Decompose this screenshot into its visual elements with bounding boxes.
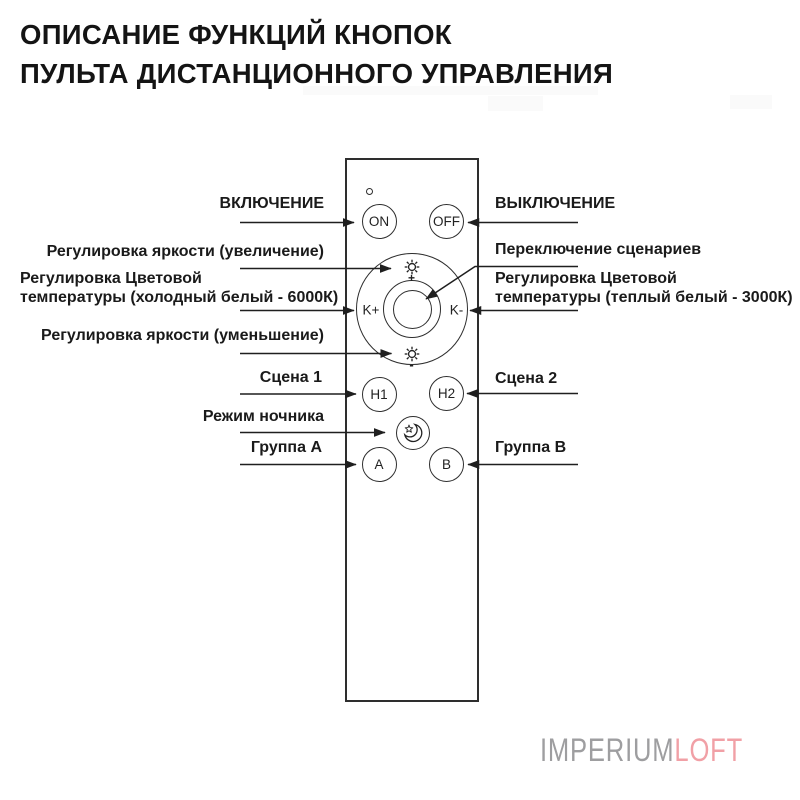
label-power-off: ВЫКЛЮЧЕНИЕ [495, 195, 616, 212]
page-title-line2: ПУЛЬТА ДИСТАНЦИОННОГО УПРАВЛЕНИЯ [20, 57, 614, 89]
brand-logo-loft: LOFT [674, 732, 744, 768]
label-scene1: Сцена 1 [259, 369, 322, 386]
scenario-dial-center [392, 289, 432, 329]
page-title: ОПИСАНИЕ ФУНКЦИЙ КНОПОК ПУЛЬТА ДИСТАНЦИО… [20, 16, 613, 93]
h1-button: H1 [361, 376, 397, 412]
label-scene2: Сцена 2 [495, 370, 558, 387]
k-plus-label: K+ [362, 302, 380, 318]
h2-button: H2 [429, 376, 464, 411]
led-indicator [366, 188, 373, 195]
label-temp-cold-line2: температуры (холодный белый - 6000К) [20, 288, 339, 306]
brand-logo-imperium: IMPERIUM [540, 732, 675, 768]
watermark-ghost [303, 86, 598, 95]
night-mode-button [396, 415, 430, 450]
dial-ring-outer [356, 253, 468, 365]
label-temp-cold-line1: Регулировка Цветовой [20, 270, 202, 287]
label-night-mode: Режим ночника [202, 408, 324, 425]
label-temp-warm: Регулировка Цветовой температуры (теплый… [495, 270, 793, 307]
brand-logo: IMPERIUMLOFT [540, 733, 743, 767]
label-scenarios: Переключение сценариев [495, 241, 702, 258]
label-group-a: Группа A [250, 439, 322, 456]
night-mode-icon [402, 422, 424, 444]
off-button: OFF [429, 204, 464, 239]
label-power-on: ВКЛЮЧЕНИЕ [219, 195, 324, 212]
page-title-line1: ОПИСАНИЕ ФУНКЦИЙ КНОПОК [20, 19, 452, 50]
watermark-ghost [730, 95, 772, 109]
label-brightness-down: Регулировка яркости (уменьшение) [41, 327, 324, 344]
on-button: ON [361, 204, 397, 239]
watermark-ghost [488, 96, 543, 111]
label-temp-cold: Регулировка Цветовой температуры (холодн… [20, 270, 338, 307]
minus-sign: - [409, 356, 414, 372]
label-temp-warm-line2: температуры (теплый белый - 3000К) [495, 288, 793, 306]
dial-ring-middle [383, 280, 441, 338]
label-brightness-up: Регулировка яркости (увеличение) [46, 243, 324, 260]
group-b-button: B [429, 447, 464, 482]
label-temp-warm-line1: Регулировка Цветовой [495, 270, 677, 287]
k-minus-label: K- [449, 302, 464, 318]
group-a-button: A [361, 447, 397, 482]
plus-sign: + [407, 271, 416, 285]
brightness-up-icon [404, 259, 420, 275]
label-group-b: Группа B [495, 439, 567, 456]
brightness-down-icon [404, 346, 420, 362]
